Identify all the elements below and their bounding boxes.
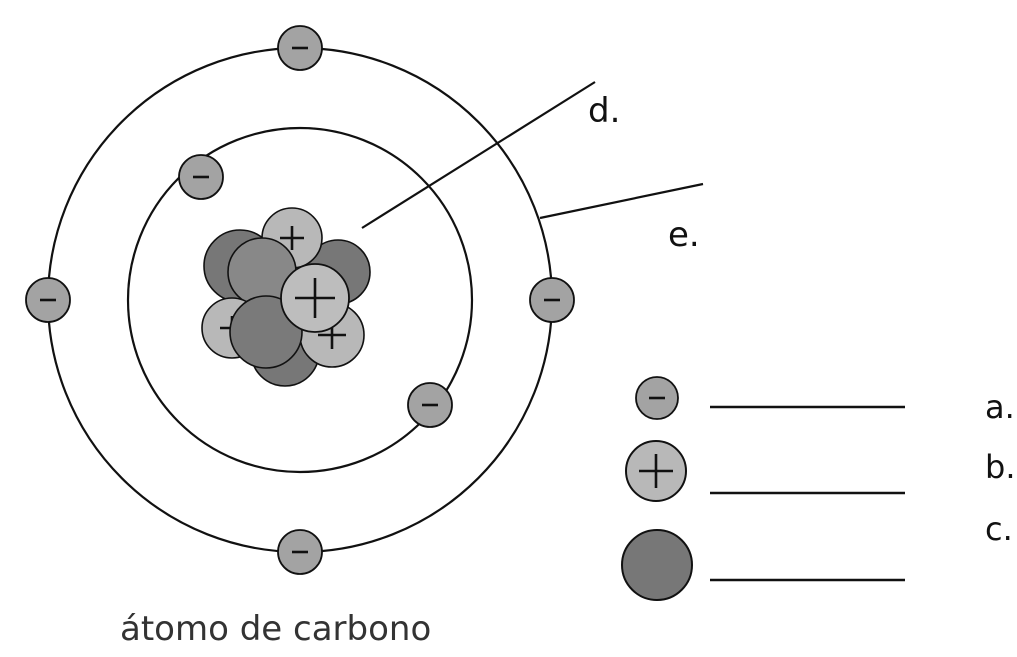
electron	[277, 529, 323, 575]
electron	[178, 154, 224, 200]
label-c: c.	[985, 510, 1013, 548]
electron	[25, 277, 71, 323]
label-a: a.	[985, 388, 1015, 426]
legend-proton	[625, 440, 687, 502]
nucleus	[201, 207, 371, 387]
electron	[529, 277, 575, 323]
leader-line-e	[539, 182, 704, 220]
legend-neutron	[621, 529, 693, 601]
diagram-caption: átomo de carbono	[120, 609, 431, 649]
electron	[407, 382, 453, 428]
legend-neutron-icon	[621, 529, 693, 601]
electron	[277, 25, 323, 71]
label-b: b.	[985, 448, 1015, 486]
inner-orbit	[126, 126, 474, 474]
legend-electron	[635, 376, 679, 420]
leader-line-d	[361, 81, 596, 229]
label-d: d.	[588, 91, 620, 131]
proton	[280, 263, 350, 333]
label-e: e.	[668, 215, 700, 255]
